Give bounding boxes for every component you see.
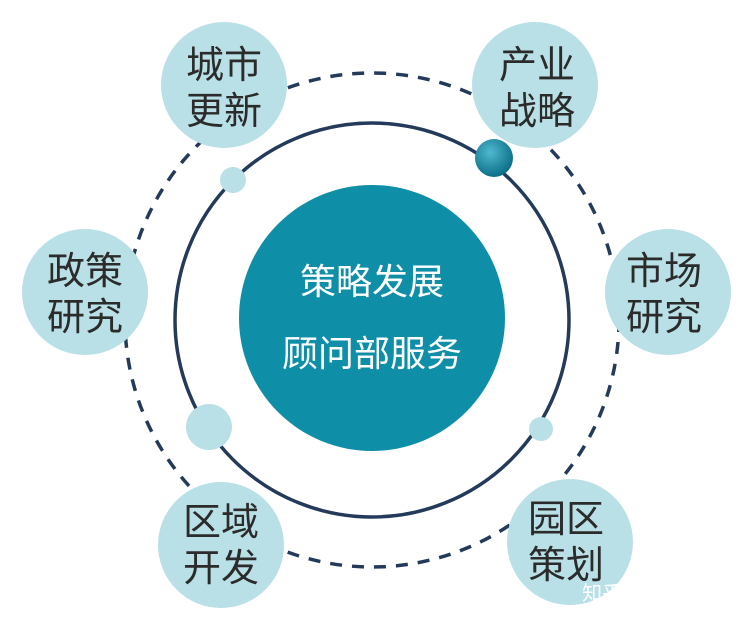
node-urban-renewal-line1: 城市 bbox=[186, 45, 262, 87]
ring-dot-small-right bbox=[529, 417, 553, 441]
node-park-planning: 园区 策划 bbox=[507, 479, 633, 605]
node-policy-research-line2: 研究 bbox=[47, 297, 123, 339]
watermark-text: 知乎 @戴德梁行 bbox=[582, 582, 728, 605]
ring-dot-bottom-left bbox=[186, 404, 232, 450]
node-policy-research: 政策 研究 bbox=[22, 229, 148, 355]
node-market-research-line1: 市场 bbox=[626, 251, 702, 293]
node-industry-strategy-line1: 产业 bbox=[499, 45, 575, 87]
node-market-research-line2: 研究 bbox=[626, 297, 702, 339]
node-industry-strategy: 产业 战略 bbox=[472, 22, 598, 148]
node-industry-strategy-line2: 战略 bbox=[499, 91, 575, 133]
node-urban-renewal: 城市 更新 bbox=[161, 22, 287, 148]
center-circle bbox=[239, 185, 505, 451]
node-park-planning-line2: 策划 bbox=[528, 545, 604, 587]
node-regional-development-line1: 区域 bbox=[183, 502, 259, 544]
center-label-line1: 策略发展 bbox=[300, 261, 444, 302]
center-label-line2: 顾问部服务 bbox=[282, 333, 462, 374]
node-policy-research-line1: 政策 bbox=[47, 251, 123, 293]
inner-solid-ring bbox=[173, 121, 571, 519]
node-urban-renewal-line2: 更新 bbox=[186, 91, 262, 133]
ring-dot-dark bbox=[475, 139, 513, 177]
node-regional-development: 区域 开发 bbox=[158, 482, 284, 608]
node-market-research: 市场 研究 bbox=[605, 229, 731, 355]
node-regional-development-line2: 开发 bbox=[183, 548, 259, 590]
ring-dot-small-top-left bbox=[220, 167, 246, 193]
node-park-planning-line1: 园区 bbox=[528, 499, 604, 541]
